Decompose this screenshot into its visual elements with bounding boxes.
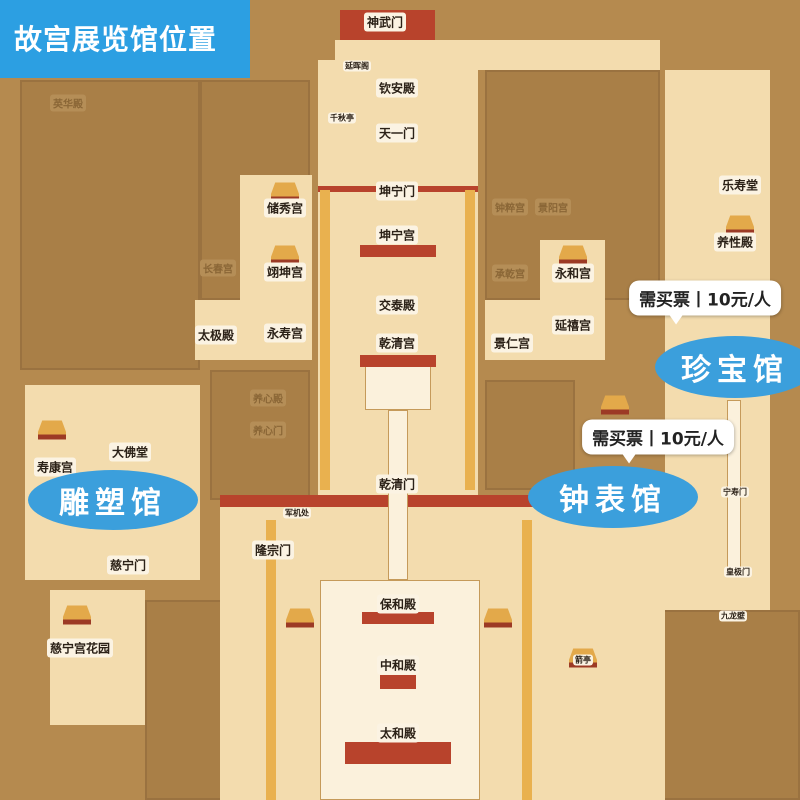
label-yanhuige: 延晖阁: [343, 60, 371, 72]
label-yongshougong: 永寿宫: [263, 323, 307, 343]
label-dafotang: 大佛堂: [108, 442, 152, 462]
dim-block: [660, 610, 800, 800]
zhonghe-hall: [380, 675, 416, 689]
palace-roof-icon: [601, 395, 629, 415]
label-chuxiugong: 储秀宫: [263, 198, 307, 218]
label-kunninggong: 坤宁宫: [375, 225, 419, 245]
label-leshoutang: 乐寿堂: [718, 175, 762, 195]
palace-roof-icon: [271, 245, 299, 265]
label-yikungong: 翊坤宫: [263, 262, 307, 282]
label-ningshoumen: 宁寿门: [721, 486, 749, 498]
central-path: [388, 410, 408, 580]
kunning-roof: [360, 245, 436, 257]
label-qinandian: 钦安殿: [375, 78, 419, 98]
label-ciningmen: 慈宁门: [106, 555, 150, 575]
label-taijidian: 太极殿: [194, 325, 238, 345]
palace-roof-icon: [63, 605, 91, 625]
label-zhongcuigong: 钟粹宫: [492, 198, 528, 216]
label-junjichu: 军机处: [283, 507, 311, 519]
label-jiulongbi: 九龙壁: [719, 610, 747, 622]
corridor: [465, 190, 475, 490]
corridor: [320, 190, 330, 490]
label-huangjimen: 皇极门: [724, 566, 752, 578]
label-chengqiangong: 承乾宫: [492, 264, 528, 282]
ticket-tooltip-zhenbaoguan: 需买票丨10元/人: [629, 280, 781, 325]
label-yonghegong: 永和宫: [551, 263, 595, 283]
corridor: [522, 520, 532, 800]
label-yinghuadian: 英华殿: [50, 94, 86, 112]
label-cining-garden: 慈宁宫花园: [46, 638, 114, 658]
label-changchungong: 长春宫: [200, 259, 236, 277]
corridor: [266, 520, 276, 800]
qianqing-roof: [360, 355, 436, 367]
page-title: 故宫展览馆位置: [14, 23, 218, 56]
label-yanxigong: 延禧宫: [551, 315, 595, 335]
ticket-tooltip-zhongbiaoguan: 需买票丨10元/人: [582, 419, 734, 464]
palace-roof-icon: [559, 245, 587, 265]
label-qianqinggong: 乾清宫: [375, 333, 419, 353]
label-qianqiuting: 千秋亭: [328, 112, 356, 124]
museum-marker-zhongbiaoguan[interactable]: 钟表馆: [528, 466, 698, 528]
label-jingrengong: 景仁宫: [490, 333, 534, 353]
label-zhonghedian: 中和殿: [376, 655, 420, 675]
label-taihedian: 太和殿: [376, 723, 420, 743]
taihe-hall: [345, 742, 451, 764]
palace-roof-icon: [286, 608, 314, 628]
title-banner: 故宫展览馆位置: [0, 0, 250, 78]
label-shenwumen: 神武门: [363, 12, 407, 32]
label-yangxinmen: 养心门: [250, 421, 286, 439]
label-qianqingmen: 乾清门: [375, 474, 419, 494]
baohe-roof: [362, 612, 434, 624]
museum-marker-zhenbaoguan[interactable]: 珍宝馆: [655, 336, 800, 398]
label-yangxingdian: 养性殿: [713, 232, 757, 252]
label-jingyanggong: 景阳宫: [535, 198, 571, 216]
label-baohedian: 保和殿: [376, 594, 420, 614]
palace-roof-icon: [726, 215, 754, 235]
label-shoukanggong: 寿康宫: [33, 457, 77, 477]
cining-garden: [50, 590, 145, 725]
dim-block: [20, 80, 200, 370]
label-kunningmen: 坤宁门: [375, 181, 419, 201]
label-yangxindian: 养心殿: [250, 389, 286, 407]
label-jiaotaidian: 交泰殿: [375, 295, 419, 315]
label-jianting: 箭亭: [573, 654, 593, 666]
label-tianyimen: 天一门: [375, 123, 419, 143]
label-longzongmen: 隆宗门: [251, 540, 295, 560]
terrace: [365, 360, 431, 410]
museum-marker-diaosuguan[interactable]: 雕塑馆: [28, 470, 198, 530]
palace-roof-icon: [38, 420, 66, 440]
palace-roof-icon: [484, 608, 512, 628]
